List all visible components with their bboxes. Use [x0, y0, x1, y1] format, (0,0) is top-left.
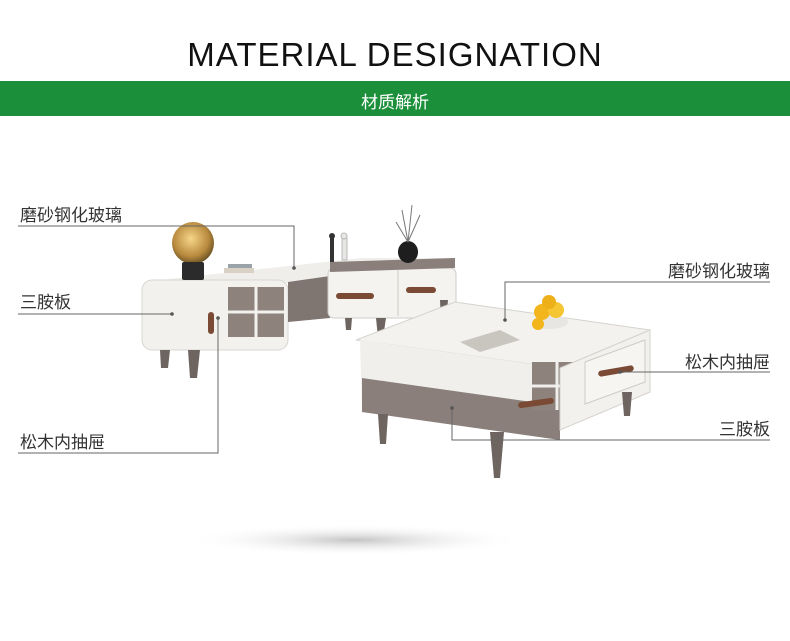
subtitle-text: 材质解析 [361, 93, 429, 113]
label-melamine-left: 三胺板 [20, 293, 71, 313]
callout-dots [170, 266, 622, 410]
label-pine-drawer-left: 松木内抽屉 [20, 433, 105, 453]
label-pine-drawer-right: 松木内抽屉 [685, 353, 770, 373]
floor-shadow [185, 524, 525, 556]
callout-lines [18, 225, 770, 454]
subtitle-band: 材质解析 [0, 81, 790, 116]
coffee-table [355, 295, 652, 478]
label-melamine-right: 三胺板 [719, 420, 770, 440]
label-frosted-glass-right: 磨砂钢化玻璃 [668, 262, 770, 282]
page-title: MATERIAL DESIGNATION [187, 36, 603, 73]
label-frosted-glass-left: 磨砂钢化玻璃 [20, 206, 122, 226]
tv-cabinet [141, 204, 457, 378]
